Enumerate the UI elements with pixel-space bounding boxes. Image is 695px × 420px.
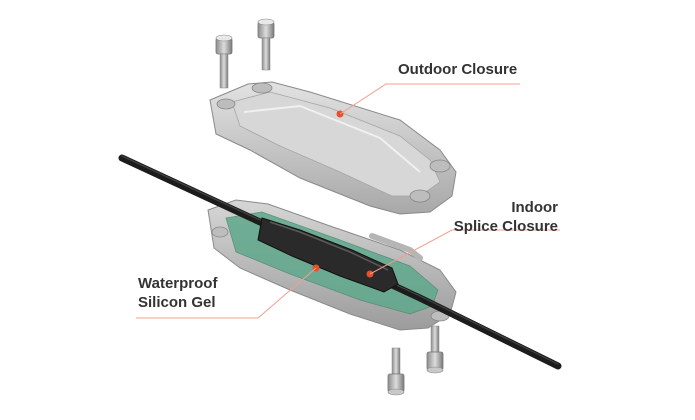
indoor-closure-label-line2: Splice Closure — [453, 218, 558, 235]
bottom-screw-left — [387, 347, 405, 396]
leader-lines — [136, 83, 560, 319]
top-screw-left — [215, 34, 233, 89]
indoor-splice-closure — [257, 217, 399, 293]
indoor-leader-line — [369, 229, 560, 275]
indoor-closure-label-line1: Indoor — [511, 199, 558, 216]
waterproof-gel-label-line1: Waterproof — [138, 275, 218, 292]
outdoor-leader-line — [339, 83, 520, 115]
waterproof-gel-label-line2: Silicon Gel — [138, 294, 216, 311]
bottom-screw-right — [426, 325, 444, 374]
outdoor-closure-label: Outdoor Closure — [398, 61, 518, 78]
top-screw-right — [257, 18, 275, 71]
gel-leader-line — [136, 267, 317, 319]
outdoor-closure-lid — [209, 81, 457, 215]
